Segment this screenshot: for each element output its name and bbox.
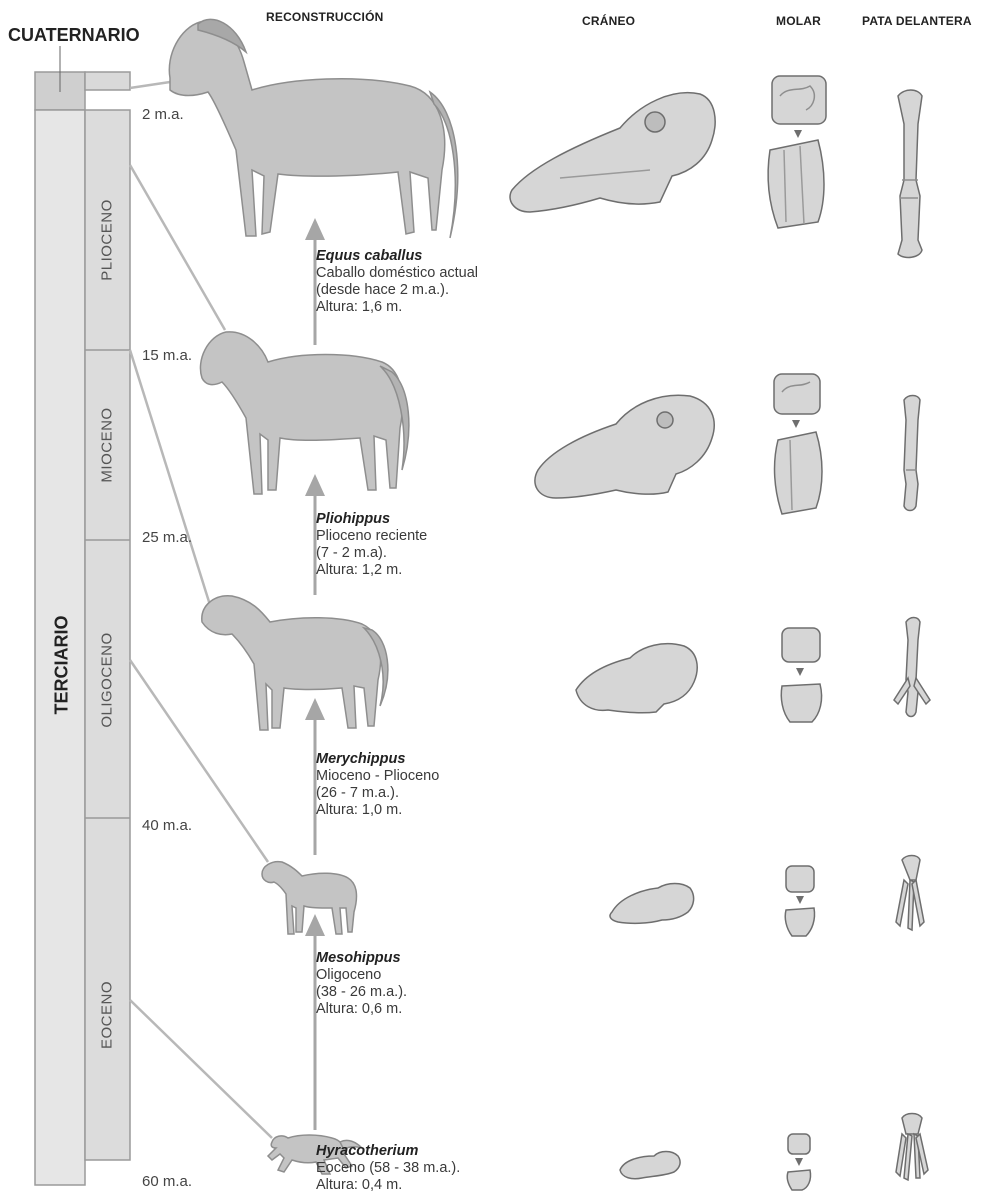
age-label-25: 25 m.a. bbox=[142, 529, 192, 546]
skull-mesohippus-icon bbox=[610, 884, 694, 924]
epoch-mioceno: MIOCENO bbox=[99, 407, 116, 482]
species-line-2: (desde hace 2 m.a.). bbox=[316, 282, 478, 299]
arrow-up-icon bbox=[305, 914, 325, 936]
species-line-1: Plioceno reciente bbox=[316, 528, 427, 545]
species-line-2: (26 - 7 m.a.). bbox=[316, 785, 439, 802]
species-line-1: Eoceno (58 - 38 m.a.). bbox=[316, 1160, 460, 1177]
species-name: Mesohippus bbox=[316, 950, 407, 967]
age-label-40: 40 m.a. bbox=[142, 817, 192, 834]
molar-merychippus-icon bbox=[781, 628, 821, 722]
molar-mesohippus-icon bbox=[785, 866, 814, 936]
epoch-oligoceno: OLIGOCENO bbox=[99, 632, 116, 727]
connector-hyracotherium bbox=[130, 1000, 272, 1138]
header-reconstruccion: RECONSTRUCCIÓN bbox=[266, 10, 383, 24]
molar-pliohippus-icon bbox=[774, 374, 822, 514]
species-line-1: Caballo doméstico actual bbox=[316, 265, 478, 282]
equus-horse-icon bbox=[169, 19, 457, 238]
species-pliohippus: Pliohippus Plioceno reciente (7 - 2 m.a)… bbox=[316, 511, 427, 579]
species-name: Hyracotherium bbox=[316, 1143, 460, 1160]
arrow-up-icon bbox=[305, 698, 325, 720]
species-line-3: Altura: 1,2 m. bbox=[316, 562, 427, 579]
age-label-2: 2 m.a. bbox=[142, 106, 184, 123]
species-line-2: (38 - 26 m.a.). bbox=[316, 984, 407, 1001]
merychippus-horse-icon bbox=[202, 596, 388, 730]
connector-pliohippus bbox=[130, 165, 225, 330]
molar-hyracotherium-icon bbox=[787, 1134, 810, 1190]
foreleg-merychippus-icon bbox=[894, 618, 930, 717]
arrow-up-icon bbox=[305, 218, 325, 240]
species-line-2: (7 - 2 m.a). bbox=[316, 545, 427, 562]
epoch-eoceno: EOCENO bbox=[99, 981, 116, 1049]
connector-merychippus bbox=[130, 350, 210, 605]
skulls bbox=[510, 93, 715, 1179]
terciario-label: TERCIARIO bbox=[52, 616, 73, 715]
cuaternario-label: CUATERNARIO bbox=[8, 25, 140, 46]
mesohippus-horse-icon bbox=[262, 862, 356, 934]
species-name: Pliohippus bbox=[316, 511, 427, 528]
foreleg-pliohippus-icon bbox=[904, 396, 920, 511]
species-name: Merychippus bbox=[316, 751, 439, 768]
species-name: Equus caballus bbox=[316, 248, 478, 265]
epoch-plioceno: PLIOCENO bbox=[99, 199, 116, 281]
age-label-60: 60 m.a. bbox=[142, 1173, 192, 1190]
species-hyracotherium: Hyracotherium Eoceno (58 - 38 m.a.). Alt… bbox=[316, 1143, 460, 1194]
molar-equus-icon bbox=[768, 76, 826, 228]
species-line-3: Altura: 0,6 m. bbox=[316, 1001, 407, 1018]
foreleg-equus-icon bbox=[898, 90, 922, 257]
connector-equus bbox=[130, 82, 170, 88]
species-mesohippus: Mesohippus Oligoceno (38 - 26 m.a.). Alt… bbox=[316, 950, 407, 1018]
species-equus: Equus caballus Caballo doméstico actual … bbox=[316, 248, 478, 316]
skull-equus-icon bbox=[510, 93, 715, 212]
species-line-1: Mioceno - Plioceno bbox=[316, 768, 439, 785]
skull-pliohippus-icon bbox=[535, 395, 714, 498]
header-craneo: CRÁNEO bbox=[582, 14, 635, 28]
species-line-3: Altura: 1,6 m. bbox=[316, 299, 478, 316]
cuaternario-inner-block bbox=[85, 72, 130, 90]
forelegs bbox=[894, 90, 930, 1180]
pliohippus-horse-icon bbox=[200, 332, 408, 494]
header-molar: MOLAR bbox=[776, 14, 821, 28]
skull-merychippus-icon bbox=[576, 644, 697, 713]
timeline-column bbox=[35, 46, 130, 1185]
age-label-15: 15 m.a. bbox=[142, 347, 192, 364]
molars bbox=[768, 76, 826, 1190]
header-pata-delantera: PATA DELANTERA bbox=[862, 14, 972, 28]
species-line-3: Altura: 1,0 m. bbox=[316, 802, 439, 819]
arrow-up-icon bbox=[305, 474, 325, 496]
species-merychippus: Merychippus Mioceno - Plioceno (26 - 7 m… bbox=[316, 751, 439, 819]
foreleg-mesohippus-icon bbox=[896, 856, 924, 931]
species-line-1: Oligoceno bbox=[316, 967, 407, 984]
foreleg-hyracotherium-icon bbox=[896, 1114, 928, 1181]
species-line-2: Altura: 0,4 m. bbox=[316, 1177, 460, 1194]
skull-hyracotherium-icon bbox=[620, 1152, 680, 1179]
